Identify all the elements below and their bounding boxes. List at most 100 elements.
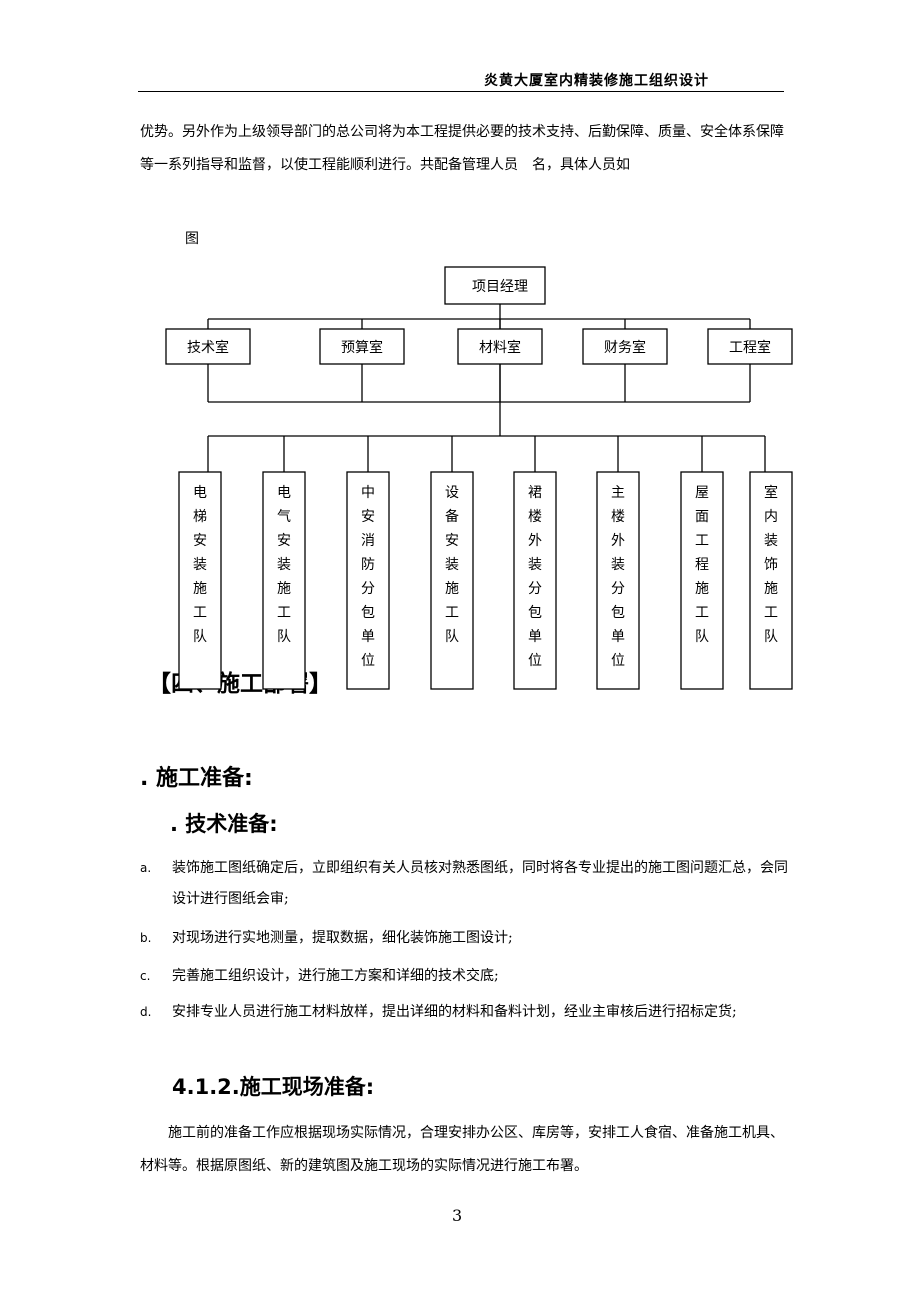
list-marker: c. (140, 969, 151, 983)
org-label-team-char: 队 (695, 629, 709, 645)
org-box-team (596, 471, 640, 690)
org-label-team-char: 施 (277, 581, 291, 597)
org-label-team-char: 施 (695, 581, 709, 597)
org-label-team-char: 队 (277, 629, 291, 645)
org-label-team-char: 分 (611, 581, 625, 597)
org-label-department: 工程室 (729, 339, 771, 356)
org-label-team-char: 主 (611, 485, 625, 501)
org-label-team-char: 安 (277, 533, 291, 549)
section-heading-site: 4.1.2.施工现场准备: (172, 1075, 375, 1099)
org-label-team-char: 位 (528, 653, 542, 669)
org-label-team-char: 电 (193, 485, 207, 501)
org-label-team-char: 装 (277, 557, 291, 573)
org-label-team-char: 饰 (764, 557, 778, 573)
org-label-team-char: 工 (695, 605, 709, 621)
org-box-team (430, 471, 474, 690)
org-label-team-char: 中 (361, 485, 375, 501)
org-label-team-char: 单 (528, 629, 542, 645)
org-label-team-char: 电 (277, 485, 291, 501)
org-box-manager (444, 266, 546, 305)
list-text: 安排专业人员进行施工材料放样，提出详细的材料和备料计划，经业主审核后进行招标定货… (172, 1004, 737, 1020)
org-box-team (178, 471, 222, 690)
org-label-team-char: 梯 (193, 509, 207, 525)
list-item-a: a. 装饰施工图纸确定后，立即组织有关人员核对熟悉图纸，同时将各专业提出的施工图… (140, 853, 790, 915)
list-text: 装饰施工图纸确定后，立即组织有关人员核对熟悉图纸，同时将各专业提出的施工图问题汇… (172, 860, 788, 907)
org-label-team-char: 队 (193, 629, 207, 645)
org-label-team-char: 包 (611, 605, 625, 621)
org-label-team-char: 装 (445, 557, 459, 573)
org-label-team-char: 楼 (611, 509, 625, 525)
list-item-c: c. 完善施工组织设计，进行施工方案和详细的技术交底; (140, 961, 790, 992)
org-label-team-char: 消 (361, 533, 375, 549)
org-label-team-char: 包 (528, 605, 542, 621)
list-item-d: d. 安排专业人员进行施工材料放样，提出详细的材料和备料计划，经业主审核后进行招… (140, 997, 790, 1028)
org-label-team-char: 队 (764, 629, 778, 645)
page-number: 3 (452, 1206, 463, 1225)
org-label-team-char: 分 (361, 581, 375, 597)
list-item-b: b. 对现场进行实地测量，提取数据，细化装饰施工图设计; (140, 923, 790, 954)
intro-paragraph: 优势。另外作为上级领导部门的总公司将为本工程提供必要的技术支持、后勤保障、质量、… (140, 124, 784, 173)
org-label-team-char: 防 (361, 557, 375, 573)
org-chart-connectors (207, 304, 766, 472)
org-label-team-char: 施 (764, 581, 778, 597)
org-label-department: 材料室 (479, 339, 521, 356)
org-label-team-char: 单 (611, 629, 625, 645)
org-box-team (262, 471, 306, 690)
org-box-department (707, 328, 793, 365)
list-marker: d. (140, 1005, 152, 1019)
org-label-department: 技术室 (187, 339, 229, 356)
list-text: 对现场进行实地测量，提取数据，细化装饰施工图设计; (172, 930, 513, 946)
org-label-manager: 项目经理 (472, 279, 528, 295)
org-box-department (457, 328, 543, 365)
org-box-team (680, 471, 724, 690)
section-heading-preparation: . 施工准备: (140, 766, 253, 791)
org-label-team-char: 外 (611, 533, 625, 549)
org-label-team-char: 安 (361, 509, 375, 525)
org-label-team-char: 安 (193, 533, 207, 549)
org-label-department: 财务室 (604, 339, 646, 356)
org-box-team (749, 471, 793, 690)
org-label-team-char: 装 (193, 557, 207, 573)
org-box-department (319, 328, 405, 365)
org-label-team-char: 施 (445, 581, 459, 597)
org-label-team-char: 分 (528, 581, 542, 597)
org-label-team-char: 备 (445, 508, 459, 525)
org-label-team-char: 工 (445, 605, 459, 621)
org-label-team-char: 裙 (528, 485, 542, 501)
list-marker: a. (140, 861, 152, 875)
figure-label: 图 (185, 231, 199, 247)
org-label-team-char: 面 (695, 509, 709, 525)
org-label-team-char: 装 (528, 557, 542, 573)
org-label-team-char: 安 (445, 533, 459, 549)
org-label-team-char: 装 (764, 533, 778, 549)
org-box-department (582, 328, 668, 365)
org-label-team-char: 程 (695, 557, 709, 573)
org-label-team-char: 施 (193, 581, 207, 597)
org-box-team (513, 471, 557, 690)
org-label-team-char: 楼 (528, 509, 542, 525)
org-label-team-char: 装 (611, 557, 625, 573)
org-label-team-char: 工 (193, 605, 207, 621)
org-label-team-char: 气 (277, 509, 291, 525)
org-box-department (165, 328, 251, 365)
list-text: 完善施工组织设计，进行施工方案和详细的技术交底; (172, 968, 499, 984)
org-label-team-char: 包 (361, 605, 375, 621)
list-marker: b. (140, 931, 152, 945)
site-paragraph: 施工前的准备工作应根据现场实际情况，合理安排办公区、库房等，安排工人食宿、准备施… (140, 1125, 784, 1174)
org-label-team-char: 位 (611, 653, 625, 669)
org-box-team (346, 471, 390, 690)
org-label-team-char: 队 (445, 629, 459, 645)
org-label-team-char: 工 (764, 605, 778, 621)
org-label-team-char: 设 (445, 485, 459, 501)
org-label-team-char: 外 (528, 533, 542, 549)
header-rule (138, 91, 784, 92)
org-label-team-char: 工 (277, 605, 291, 621)
section-heading-technical: . 技术准备: (170, 812, 278, 836)
org-label-department: 预算室 (341, 339, 383, 356)
header-title: 炎黄大厦室内精装修施工组织设计 (484, 73, 709, 89)
org-label-team-char: 室 (764, 484, 778, 501)
org-label-team-char: 位 (361, 653, 375, 669)
org-label-team-char: 屋 (695, 485, 709, 501)
org-chart-boxes: 项目经理技术室预算室材料室财务室工程室电梯安装施工队电气安装施工队中安消防分包单… (165, 266, 793, 690)
